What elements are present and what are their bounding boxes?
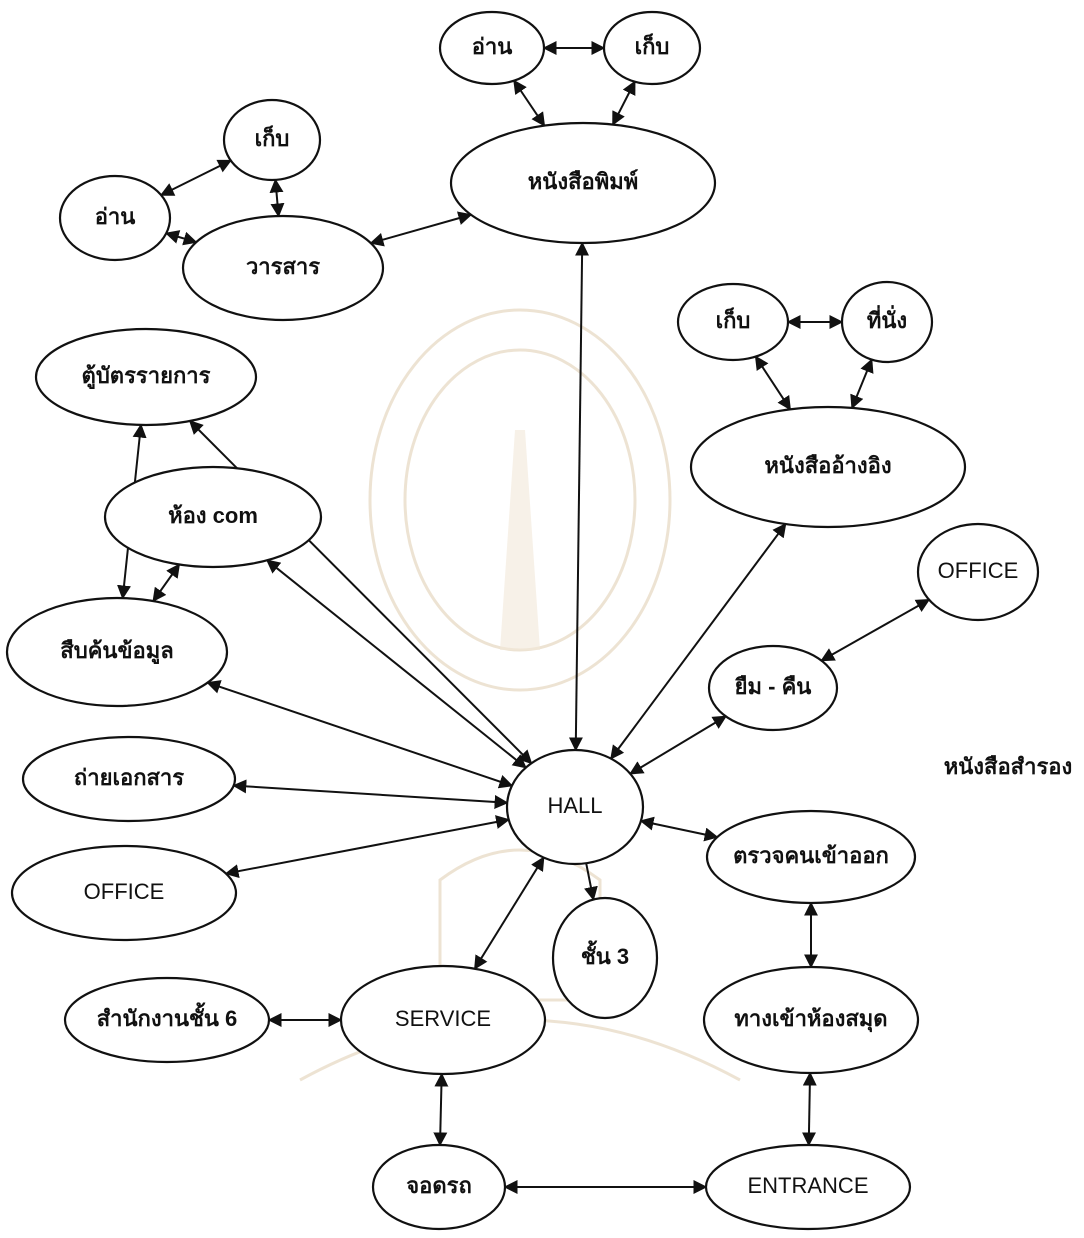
node-label: ชั้น 3: [581, 940, 629, 969]
node-ellipse: [505, 748, 645, 866]
node-read2: อ่าน: [438, 10, 546, 86]
edge-read2-newspaper: [513, 79, 546, 127]
node-ellipse: [676, 282, 790, 362]
node-label: ตู้บัตรรายการ: [82, 363, 211, 390]
node-label: วารสาร: [246, 254, 320, 279]
edge-hall-service: [473, 856, 545, 970]
node-keep2: เก็บ: [602, 10, 702, 86]
node-catalog: ตู้บัตรรายการ: [34, 327, 258, 427]
node-label: อ่าน: [95, 204, 136, 229]
node-label: อ่าน: [472, 34, 513, 59]
node-label: ตรวจคนเข้าออก: [733, 843, 889, 868]
edge-keep1-journal: [269, 178, 285, 218]
node-ellipse: [702, 965, 920, 1075]
node-ellipse: [5, 596, 229, 708]
node-journal: วารสาร: [181, 214, 385, 322]
node-newspaper: หนังสือพิมพ์: [449, 121, 717, 245]
node-office1: OFFICE: [916, 522, 1040, 622]
nodes-layer: อ่านเก็บอ่านเก็บหนังสือพิมพ์วารสารเก็บที…: [5, 10, 1040, 1231]
node-label: OFFICE: [938, 558, 1019, 583]
node-label: เก็บ: [635, 32, 670, 59]
node-label: จอดรถ: [406, 1173, 472, 1198]
node-ellipse: [704, 1143, 912, 1231]
edge-read1-journal: [164, 230, 198, 246]
node-label: สืบค้นข้อมูล: [60, 638, 173, 665]
node-ellipse: [58, 174, 172, 262]
node-label: ENTRANCE: [747, 1173, 868, 1198]
edge-office1-borrow: [820, 598, 931, 662]
edge-borrow-hall: [629, 715, 728, 775]
node-check: ตรวจคนเข้าออก: [705, 809, 917, 905]
node-search: สืบค้นข้อมูล: [5, 596, 229, 708]
node-hall: HALL: [505, 748, 645, 866]
edge-search-hall: [206, 680, 514, 789]
edge-read1-keep1: [159, 159, 233, 196]
edge-journal-newspaper: [369, 211, 473, 247]
node-label: เก็บ: [716, 306, 751, 333]
node-label: หนังสืออ้างอิง: [764, 453, 891, 478]
edges-layer: [117, 41, 931, 1194]
node-label: หนังสือพิมพ์: [528, 169, 638, 194]
edge-copy-hall: [232, 779, 509, 809]
edge-libentry-entrance: [801, 1071, 817, 1147]
node-libentry: ทางเข้าห้องสมุด: [702, 965, 920, 1075]
edge-service-parking: [433, 1072, 449, 1147]
edge-office2-hall: [224, 815, 511, 879]
node-ellipse: [707, 644, 839, 732]
node-office6: สำนักงานชั้น 6: [63, 976, 271, 1064]
node-keep3: เก็บ: [676, 282, 790, 362]
node-label: SERVICE: [395, 1006, 491, 1031]
node-ellipse: [840, 280, 934, 364]
node-label: HALL: [547, 793, 602, 818]
node-label: สำนักงานชั้น 6: [97, 1002, 238, 1031]
edge-comroom-hall: [265, 559, 527, 769]
node-label: OFFICE: [84, 879, 165, 904]
edge-seat-reference: [850, 358, 874, 410]
node-parking: จอดรถ: [371, 1143, 507, 1231]
node-label: ยืม - คืน: [735, 674, 812, 699]
node-ellipse: [602, 10, 702, 86]
node-ellipse: [689, 405, 967, 529]
node-office2: OFFICE: [10, 844, 238, 942]
node-ellipse: [34, 327, 258, 427]
node-read1: อ่าน: [58, 174, 172, 262]
edge-keep3-reference: [754, 355, 792, 411]
node-seat: ที่นั่ง: [840, 280, 934, 364]
node-ellipse: [916, 522, 1040, 622]
node-ellipse: [222, 98, 322, 182]
watermark-emblem: [299, 308, 741, 1082]
node-label: ถ่ายเอกสาร: [74, 765, 184, 790]
reserve-books-label: หนังสือสำรอง: [944, 754, 1072, 779]
node-ellipse: [21, 735, 237, 823]
node-ellipse: [339, 964, 547, 1076]
node-reference: หนังสืออ้างอิง: [689, 405, 967, 529]
node-label: ห้อง com: [168, 503, 258, 528]
node-label: ที่นั่ง: [867, 304, 907, 333]
node-ellipse: [551, 896, 659, 1020]
edge-hall-check: [639, 816, 719, 842]
node-label: ทางเข้าห้องสมุด: [734, 1006, 887, 1033]
node-floor3: ชั้น 3: [551, 896, 659, 1020]
node-copy: ถ่ายเอกสาร: [21, 735, 237, 823]
node-keep1: เก็บ: [222, 98, 322, 182]
node-ellipse: [103, 465, 323, 569]
node-ellipse: [181, 214, 385, 322]
edge-hall-floor3: [584, 863, 598, 901]
node-service: SERVICE: [339, 964, 547, 1076]
node-ellipse: [371, 1143, 507, 1231]
node-label: เก็บ: [255, 124, 290, 151]
node-ellipse: [438, 10, 546, 86]
node-comroom: ห้อง com: [103, 465, 323, 569]
node-ellipse: [10, 844, 238, 942]
edge-keep2-newspaper: [611, 80, 636, 126]
node-ellipse: [705, 809, 917, 905]
node-ellipse: [63, 976, 271, 1064]
node-borrow: ยืม - คืน: [707, 644, 839, 732]
edge-comroom-search: [152, 563, 181, 603]
node-ellipse: [449, 121, 717, 245]
node-entrance: ENTRANCE: [704, 1143, 912, 1231]
edge-newspaper-hall: [568, 241, 590, 752]
